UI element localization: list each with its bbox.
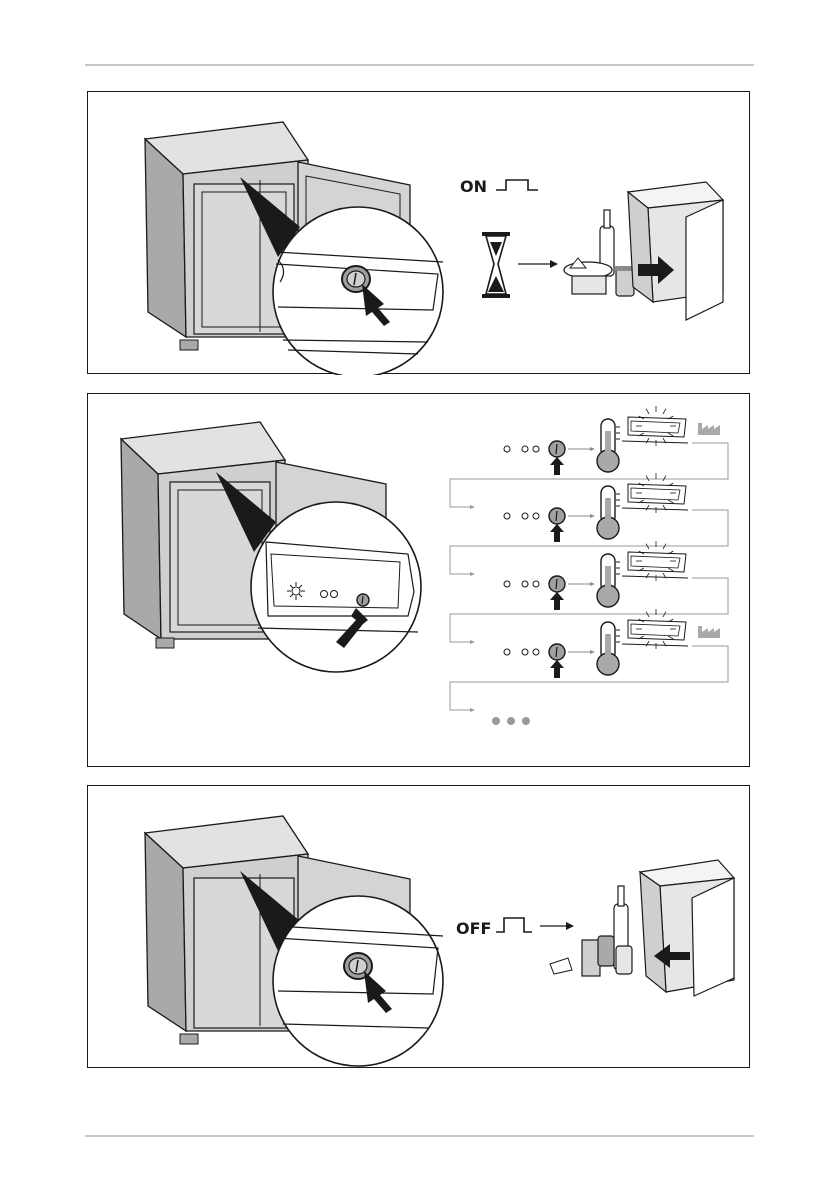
top-divider [85, 64, 754, 66]
power-button-icon [357, 594, 369, 606]
press-arrow [550, 457, 564, 475]
factory-icon [698, 423, 720, 435]
indicator-led [522, 446, 528, 452]
control-panel-icon [628, 484, 686, 504]
control-panel-icon [628, 620, 686, 640]
off-label: OFF [456, 919, 491, 938]
zoom-circle [273, 896, 443, 1066]
on-label: ON [460, 177, 487, 196]
indicator-led [522, 649, 528, 655]
factory-icon [698, 626, 720, 638]
food-items-icon [550, 886, 632, 976]
control-panel-icon [628, 417, 686, 437]
press-arrow [550, 592, 564, 610]
panel-power-on: ON [87, 91, 750, 374]
press-arrow [550, 524, 564, 542]
indicator-led [522, 581, 528, 587]
bottom-divider [85, 1135, 754, 1137]
switch-on-symbol [496, 180, 538, 190]
setting-sequence [450, 406, 728, 712]
press-arrow [550, 660, 564, 678]
continue-dot [492, 717, 500, 725]
zoom-circle [251, 502, 421, 672]
indicator-led [321, 591, 328, 598]
indicator-led [331, 591, 338, 598]
panel-power-off: OFF [87, 785, 750, 1068]
indicator-led [504, 649, 510, 655]
indicator-led [504, 581, 510, 587]
indicator-led [533, 446, 539, 452]
switch-off-symbol [496, 918, 532, 932]
continue-dot [507, 717, 515, 725]
continue-dot [522, 717, 530, 725]
indicator-led [533, 581, 539, 587]
fridge-small-icon [640, 860, 734, 996]
control-panel-icon [628, 552, 686, 572]
fridge-small-icon [628, 182, 723, 320]
food-items-icon [564, 210, 635, 296]
indicator-led [504, 446, 510, 452]
indicator-led [522, 513, 528, 519]
indicator-led [533, 649, 539, 655]
panel-temperature-select [87, 393, 750, 767]
hourglass-icon [482, 232, 510, 298]
indicator-led [533, 513, 539, 519]
indicator-led [504, 513, 510, 519]
